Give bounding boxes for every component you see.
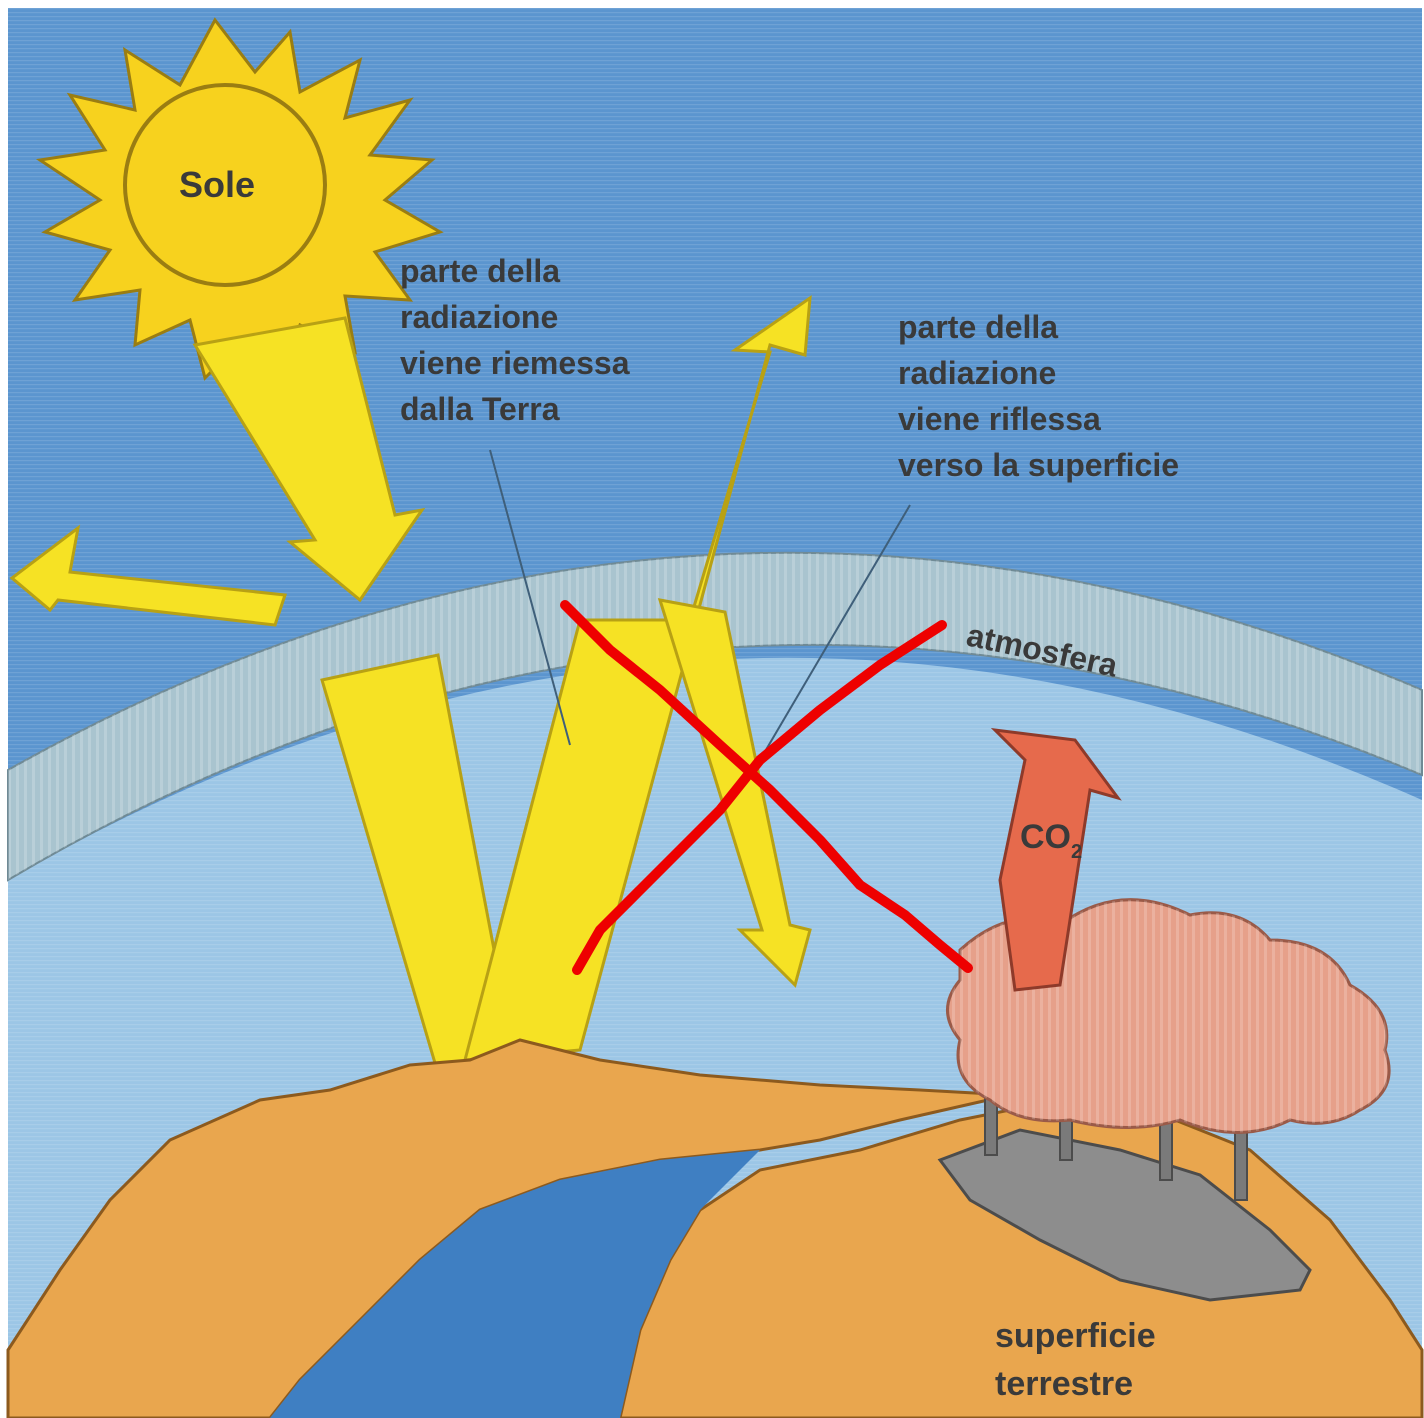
sun-label: Sole [179,164,255,205]
